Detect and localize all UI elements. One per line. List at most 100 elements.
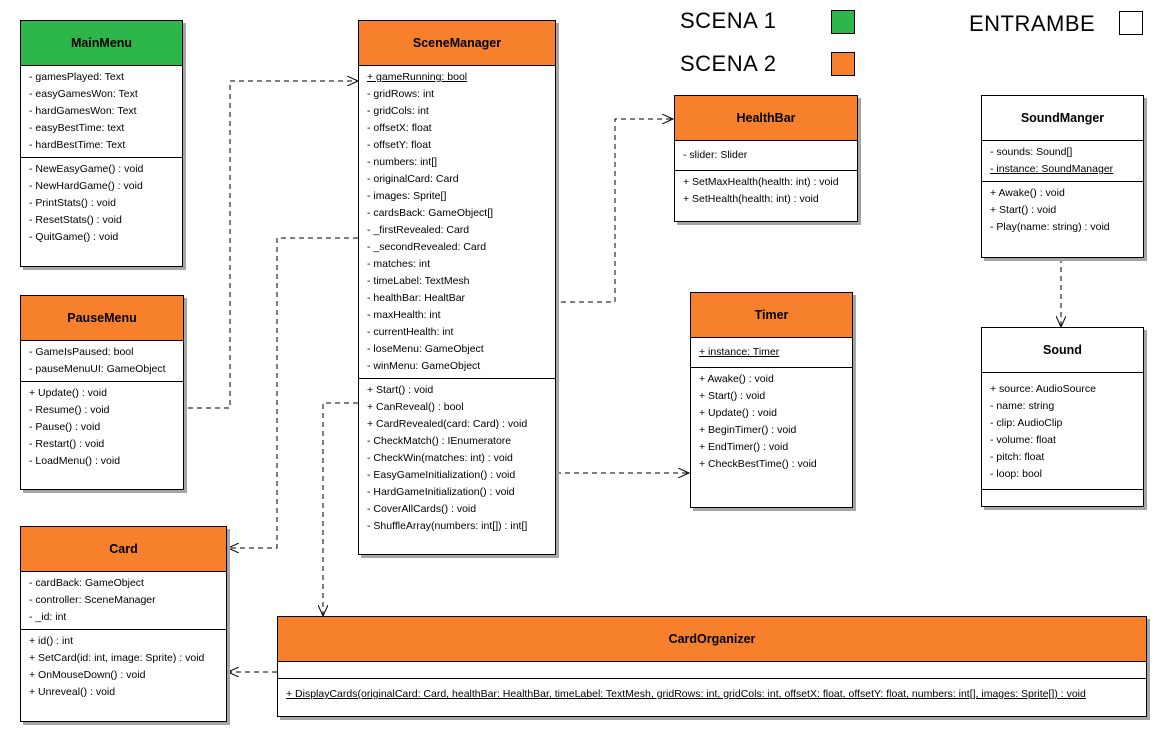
class-card-attributes: - cardBack: GameObject - controller: Sce… bbox=[21, 572, 226, 630]
class-pausemenu-methods: + Update() : void - Resume() : void - Pa… bbox=[21, 382, 183, 473]
method: - NewEasyGame() : void bbox=[29, 163, 144, 175]
method: + OnMouseDown() : void bbox=[29, 669, 146, 681]
class-card-methods: + id() : int + SetCard(id: int, image: S… bbox=[21, 630, 226, 704]
attribute: - pauseMenuUI: GameObject bbox=[29, 363, 166, 375]
attribute: + instance: Timer bbox=[699, 346, 780, 358]
method: - EasyGameInitialization() : void bbox=[367, 469, 516, 481]
attribute: - healthBar: HealtBar bbox=[367, 292, 466, 304]
method: - PrintStats() : void bbox=[29, 197, 116, 209]
attribute: - hardBestTime: Text bbox=[29, 139, 126, 151]
class-timer-title: Timer bbox=[691, 293, 852, 338]
class-sound-title: Sound bbox=[982, 328, 1143, 373]
class-healthbar-attributes: - slider: Slider bbox=[675, 141, 857, 171]
method: - Play(name: string) : void bbox=[990, 221, 1110, 233]
method: + CheckBestTime() : void bbox=[699, 458, 817, 470]
attribute: - maxHealth: int bbox=[367, 309, 441, 321]
attribute: - offsetX: float bbox=[367, 122, 432, 134]
legend-both-swatch bbox=[1119, 11, 1143, 35]
class-mainmenu: MainMenu - gamesPlayed: Text - easyGames… bbox=[20, 20, 183, 267]
attribute: - clip: AudioClip bbox=[990, 417, 1063, 429]
class-sound: Sound + source: AudioSource - name: stri… bbox=[981, 327, 1144, 507]
attribute: - name: string bbox=[990, 400, 1055, 412]
class-soundmanger-title: SoundManger bbox=[982, 96, 1143, 141]
method: - ShuffleArray(numbers: int[]) : int[] bbox=[367, 520, 528, 532]
class-healthbar-methods: + SetMaxHealth(health: int) : void + Set… bbox=[675, 171, 857, 211]
method: - CoverAllCards() : void bbox=[367, 503, 477, 515]
edge-scenemanager-healthbar bbox=[561, 119, 673, 303]
class-timer-methods: + Awake() : void + Start() : void + Upda… bbox=[691, 368, 852, 476]
class-soundmanger-attributes: - sounds: Sound[] - instance: SoundManag… bbox=[982, 141, 1143, 182]
attribute: - gridCols: int bbox=[367, 105, 429, 117]
class-cardorganizer-title: CardOrganizer bbox=[278, 617, 1146, 662]
class-soundmanger: SoundManger - sounds: Sound[] - instance… bbox=[981, 95, 1144, 258]
attribute: - currentHealth: int bbox=[367, 326, 454, 338]
attribute: - GameIsPaused: bool bbox=[29, 346, 134, 358]
attribute: - easyGamesWon: Text bbox=[29, 88, 138, 100]
class-timer: Timer + instance: Timer + Awake() : void… bbox=[690, 292, 853, 508]
method: + Start() : void bbox=[990, 204, 1057, 216]
method: + SetMaxHealth(health: int) : void bbox=[683, 176, 839, 188]
attribute: - slider: Slider bbox=[683, 149, 748, 161]
class-pausemenu: PauseMenu - GameIsPaused: bool - pauseMe… bbox=[20, 295, 184, 490]
legend-scene2-swatch bbox=[831, 52, 855, 76]
method: - LoadMenu() : void bbox=[29, 455, 121, 467]
class-card-title: Card bbox=[21, 527, 226, 572]
method: - NewHardGame() : void bbox=[29, 180, 143, 192]
edge-pausemenu-scenemanager bbox=[188, 81, 358, 409]
class-scenemanager: SceneManager + gameRunning: bool - gridR… bbox=[358, 20, 556, 555]
attribute: + source: AudioSource bbox=[990, 383, 1096, 395]
class-scenemanager-methods: + Start() : void + CanReveal() : bool + … bbox=[359, 379, 555, 538]
method: + EndTimer() : void bbox=[699, 441, 789, 453]
attribute: - images: Sprite[] bbox=[367, 190, 447, 202]
attribute: - hardGamesWon: Text bbox=[29, 105, 137, 117]
method: - HardGameInitialization() : void bbox=[367, 486, 515, 498]
attribute: - sounds: Sound[] bbox=[990, 146, 1073, 158]
attribute: - loseMenu: GameObject bbox=[367, 343, 484, 355]
class-pausemenu-attributes: - GameIsPaused: bool - pauseMenuUI: Game… bbox=[21, 341, 183, 382]
attribute: - easyBestTime: text bbox=[29, 122, 125, 134]
attribute: - instance: SoundManager bbox=[990, 163, 1114, 175]
attribute: - timeLabel: TextMesh bbox=[367, 275, 470, 287]
method: - Restart() : void bbox=[29, 438, 105, 450]
class-timer-attributes: + instance: Timer bbox=[691, 338, 852, 368]
method: + SetCard(id: int, image: Sprite) : void bbox=[29, 652, 205, 664]
method: + Update() : void bbox=[699, 407, 777, 419]
class-cardorganizer: CardOrganizer + DisplayCards(originalCar… bbox=[277, 616, 1147, 717]
method: + DisplayCards(originalCard: Card, healt… bbox=[286, 688, 1086, 700]
class-pausemenu-title: PauseMenu bbox=[21, 296, 183, 341]
class-sound-methods bbox=[982, 490, 1143, 496]
method: + Awake() : void bbox=[990, 187, 1065, 199]
class-healthbar-title: HealthBar bbox=[675, 96, 857, 141]
class-cardorganizer-attributes bbox=[278, 662, 1146, 679]
attribute: - _id: int bbox=[29, 611, 67, 623]
attribute: + gameRunning: bool bbox=[367, 71, 468, 83]
attribute: - controller: SceneManager bbox=[29, 594, 156, 606]
legend-scene1-label: SCENA 1 bbox=[680, 8, 777, 33]
attribute: - gridRows: int bbox=[367, 88, 435, 100]
attribute: - loop: bool bbox=[990, 468, 1042, 480]
class-card: Card - cardBack: GameObject - controller… bbox=[20, 526, 227, 722]
method: - CheckWin(matches: int) : void bbox=[367, 452, 513, 464]
edge-scenemanager-cardorganizer bbox=[323, 402, 358, 616]
class-cardorganizer-methods: + DisplayCards(originalCard: Card, healt… bbox=[278, 679, 1146, 706]
class-healthbar: HealthBar - slider: Slider + SetMaxHealt… bbox=[674, 95, 858, 222]
method: + CardRevealed(card: Card) : void bbox=[367, 418, 528, 430]
attribute: - winMenu: GameObject bbox=[367, 360, 481, 372]
method: - CheckMatch() : IEnumeratore bbox=[367, 435, 512, 447]
attribute: - cardsBack: GameObject[] bbox=[367, 207, 494, 219]
method: + SetHealth(health: int) : void bbox=[683, 193, 819, 205]
method: - QuitGame() : void bbox=[29, 231, 119, 243]
attribute: - _secondRevealed: Card bbox=[367, 241, 487, 253]
attribute: - pitch: float bbox=[990, 451, 1045, 463]
method: - ResetStats() : void bbox=[29, 214, 122, 226]
method: - Pause() : void bbox=[29, 421, 101, 433]
attribute: - originalCard: Card bbox=[367, 173, 459, 185]
attribute: - gamesPlayed: Text bbox=[29, 71, 124, 83]
class-scenemanager-title: SceneManager bbox=[359, 21, 555, 66]
attribute: - numbers: int[] bbox=[367, 156, 438, 168]
class-mainmenu-title: MainMenu bbox=[21, 21, 182, 66]
attribute: - cardBack: GameObject bbox=[29, 577, 144, 589]
method: + Awake() : void bbox=[699, 373, 774, 385]
class-scenemanager-attributes: + gameRunning: bool - gridRows: int - gr… bbox=[359, 66, 555, 379]
edge-scenemanager-card bbox=[228, 237, 358, 548]
